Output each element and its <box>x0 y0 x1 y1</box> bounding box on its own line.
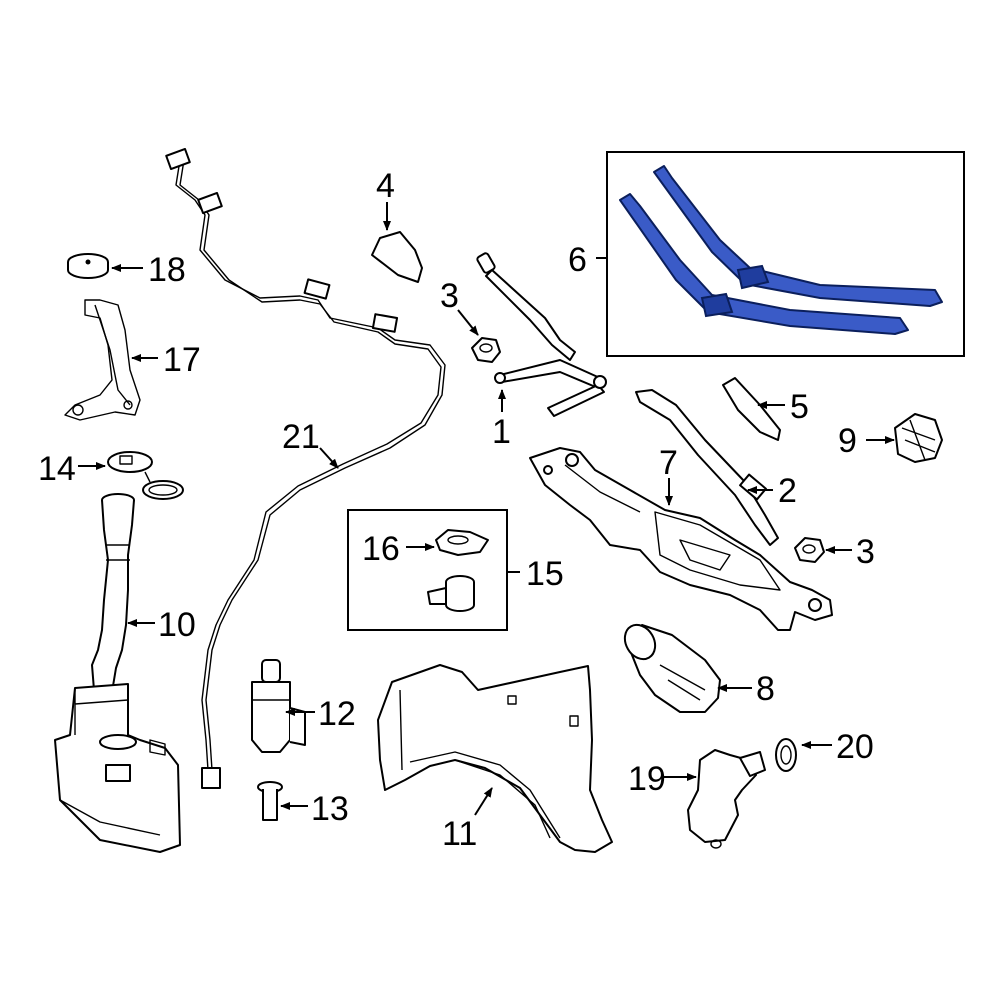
part-19-pump[interactable] <box>687 749 766 849</box>
leader-11 <box>474 787 493 816</box>
callout-20[interactable]: 20 <box>836 728 874 766</box>
part-15-frame <box>347 509 508 631</box>
callout-9[interactable]: 9 <box>838 422 857 460</box>
callout-8[interactable]: 8 <box>756 670 775 708</box>
callout-7[interactable]: 7 <box>659 444 678 482</box>
part-21-harness[interactable] <box>165 148 446 789</box>
callout-6[interactable]: 6 <box>568 241 587 279</box>
part-10-filler-neck[interactable] <box>91 493 135 693</box>
callout-19[interactable]: 19 <box>628 760 666 798</box>
callout-10[interactable]: 10 <box>158 606 196 644</box>
part-3-nut-lower[interactable] <box>794 537 825 563</box>
part-17-bracket[interactable] <box>64 299 141 421</box>
callout-3-upper[interactable]: 3 <box>440 277 459 315</box>
leader-3-upper <box>457 309 479 336</box>
part-6-wiper-blades[interactable] <box>619 165 943 335</box>
part-7-linkage[interactable] <box>529 447 833 631</box>
part-18-cap[interactable] <box>67 253 109 279</box>
part-1-wiper-arm[interactable] <box>476 252 607 417</box>
part-15-sensor[interactable] <box>427 575 475 612</box>
callout-3-lower[interactable]: 3 <box>856 533 875 571</box>
part-14-seal[interactable] <box>107 451 184 500</box>
callout-5[interactable]: 5 <box>790 388 809 426</box>
part-5-cover[interactable] <box>722 377 781 441</box>
callout-2[interactable]: 2 <box>778 472 797 510</box>
leader-21 <box>319 447 339 469</box>
callout-16[interactable]: 16 <box>362 530 400 568</box>
callout-11[interactable]: 11 <box>442 815 477 853</box>
part-8-motor[interactable] <box>619 619 721 713</box>
part-9-grommet[interactable] <box>894 413 943 463</box>
part-6-frame <box>606 151 965 357</box>
part-11-reservoir[interactable] <box>377 664 613 853</box>
callout-15[interactable]: 15 <box>526 555 564 593</box>
callout-17[interactable]: 17 <box>163 341 201 379</box>
part-20-grommet[interactable] <box>775 738 797 772</box>
callout-4[interactable]: 4 <box>376 167 395 205</box>
washer-reservoir[interactable] <box>54 683 181 853</box>
callout-18[interactable]: 18 <box>148 251 186 289</box>
callout-21[interactable]: 21 <box>282 418 320 456</box>
callout-1[interactable]: 1 <box>492 413 511 451</box>
part-13-screw[interactable] <box>257 781 283 821</box>
callout-13[interactable]: 13 <box>311 790 349 828</box>
part-3-nut-upper[interactable] <box>471 337 501 363</box>
callout-12[interactable]: 12 <box>318 695 356 733</box>
part-4-cover[interactable] <box>371 231 423 283</box>
part-16-cap[interactable] <box>435 529 489 556</box>
part-12-pump[interactable] <box>251 659 306 753</box>
callout-14[interactable]: 14 <box>38 450 76 488</box>
